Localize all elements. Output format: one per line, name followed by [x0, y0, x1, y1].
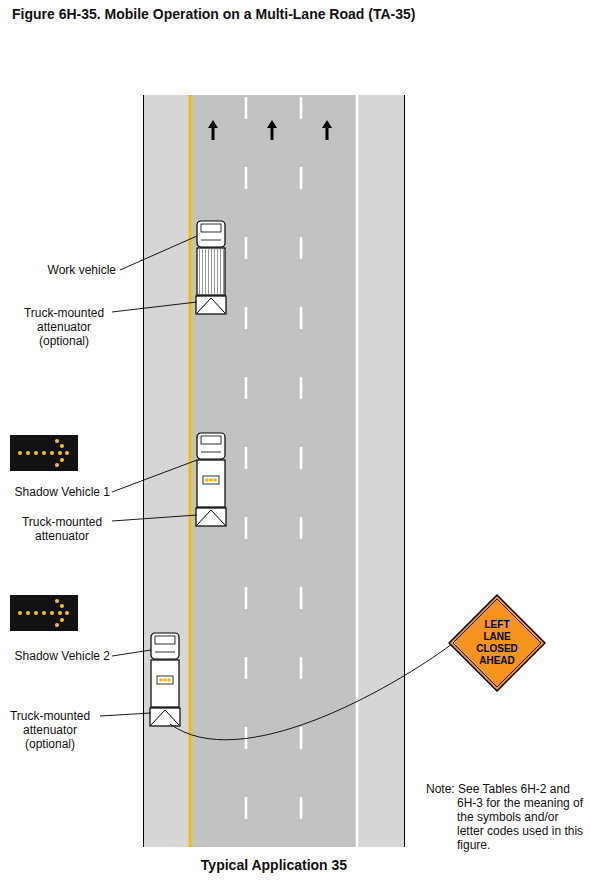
- callout-label: Shadow Vehicle 1: [0, 485, 110, 499]
- figure-caption: Typical Application 35: [143, 857, 405, 874]
- callout-label: Truck-mounted attenuator (optional): [2, 709, 98, 751]
- sign-text: LEFT LANE CLOSED AHEAD: [471, 619, 523, 667]
- figure-note: Note: See Tables 6H-2 and 6H-3 for the m…: [426, 782, 586, 852]
- callout-label: Work vehicle: [6, 263, 116, 277]
- callout-label: Shadow Vehicle 2: [0, 649, 110, 663]
- warning-sign: LEFT LANE CLOSED AHEAD: [448, 594, 546, 692]
- figure-title: Figure 6H-35. Mobile Operation on a Mult…: [12, 6, 582, 23]
- callout-label: Truck-mounted attenuator (optional): [16, 306, 112, 348]
- callout-label: Truck-mounted attenuator: [14, 515, 110, 543]
